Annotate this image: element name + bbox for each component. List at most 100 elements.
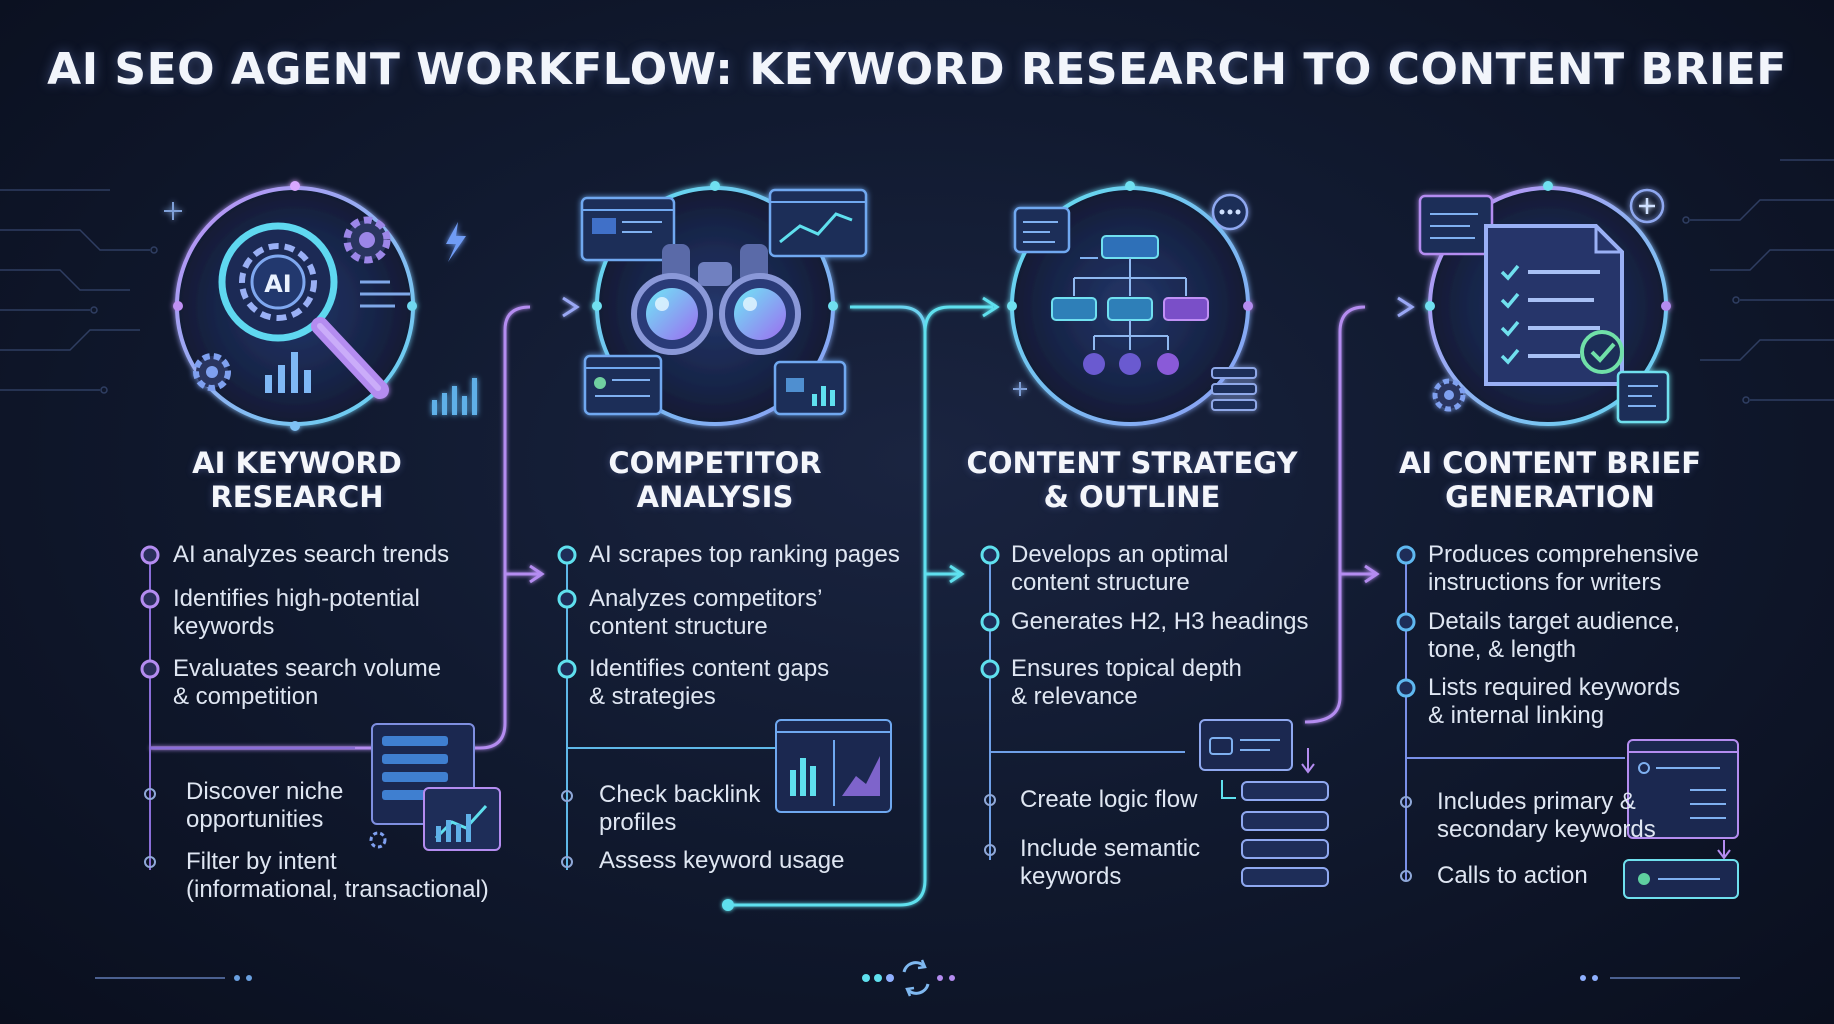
stage-4-title: AI CONTENT BRIEF GENERATION — [1380, 446, 1720, 514]
stage-1-sub-bullet-2-line-2: (informational, transactional) — [186, 876, 489, 903]
stage-1-bullet-2: Identifies high-potential keywords — [173, 585, 420, 641]
stage-3-title: CONTENT STRATEGY & OUTLINE — [962, 446, 1302, 514]
stage-1-bullet-3-line-1: Evaluates search volume — [173, 655, 442, 682]
gear-icon — [343, 216, 391, 264]
stage-4-bullet-2-line-2: tone, & length — [1428, 636, 1577, 663]
stage-4-bullet-3-line-1: Lists required keywords — [1428, 674, 1681, 701]
stats-window-icon — [773, 360, 847, 416]
arrowhead-2-mid — [949, 564, 965, 584]
stage-1-title-line-1: AI KEYWORD — [192, 446, 402, 480]
bullet-timelines — [149, 555, 1625, 880]
flowchart-icon — [1051, 235, 1209, 375]
stage-4-title-line-1: AI CONTENT BRIEF — [1398, 446, 1702, 480]
stage-2-sub-bullet-2: Assess keyword usage — [599, 847, 844, 875]
stage-2-sub-bullet-1-line-1: Check backlink — [599, 781, 761, 808]
stage-1-sub-bullet-2-line-1: Filter by intent — [186, 848, 337, 875]
arrowhead-1-top — [562, 296, 580, 318]
document-checklist-icon — [1484, 224, 1624, 386]
lightning-icon — [446, 222, 466, 262]
stage-3-sub-bullet-2-line-2: keywords — [1020, 863, 1122, 890]
stage-4-bullet-1-line-1: Produces comprehensive — [1428, 541, 1699, 568]
stage-4-bullet-2: Details target audience, tone, & length — [1428, 608, 1680, 664]
arrowhead-2-top — [982, 296, 1000, 318]
stage-3-title-line-1: CONTENT STRATEGY — [966, 446, 1298, 480]
stage-1-bullet-3-line-2: & competition — [173, 683, 319, 710]
arrowhead-3-mid — [1364, 564, 1380, 584]
stage-2-bullet-3: Identifies content gaps & strategies — [589, 655, 829, 711]
trend-chart-window-icon — [768, 188, 868, 258]
stage-1-bullet-1: AI analyzes search trends — [173, 541, 449, 569]
stage-1-illustration: AI — [164, 181, 477, 431]
small-gear-icon — [193, 353, 231, 391]
stage-4-bullet-2-line-1: Details target audience, — [1428, 608, 1681, 635]
stage-4-bullet-3: Lists required keywords & internal linki… — [1428, 674, 1680, 730]
sparkle-icon — [164, 202, 182, 220]
bar-chart-icon — [265, 352, 311, 393]
connector-3-loop — [1304, 305, 1366, 724]
stage-3-bullet-2-line-1: Generates H2, H3 headings — [1011, 608, 1309, 635]
stage-4-sub-bullet-1: Includes primary & secondary keywords — [1437, 788, 1656, 844]
stage-2-bullet-2: Analyzes competitors’ content structure — [589, 585, 822, 641]
report-window-icon — [583, 354, 663, 416]
stage-3-bullet-1: Develops an optimal content structure — [1011, 541, 1228, 597]
stage-1-bullet-2-line-2: keywords — [173, 613, 275, 640]
stage-3-bullet-2: Generates H2, H3 headings — [1011, 608, 1309, 636]
binoculars-icon — [631, 244, 801, 355]
stage-2-sub-bullet-1: Check backlink profiles — [599, 781, 760, 837]
add-icon — [1629, 188, 1665, 224]
right-circuit-lines — [1682, 159, 1834, 404]
stage-2-bullet-1: AI scrapes top ranking pages — [589, 541, 900, 569]
stage-2-title-line-2: ANALYSIS — [636, 480, 794, 514]
stage-4-sub-bullet-1-line-1: Includes primary & — [1437, 788, 1636, 815]
stage-3-sub-bullet-2-line-1: Include semantic — [1020, 835, 1201, 862]
stage-4-sub-bullet-1-line-2: secondary keywords — [1437, 816, 1656, 843]
stage-3-bullet-1-line-1: Develops an optimal — [1011, 541, 1229, 568]
small-window-icon — [1418, 194, 1494, 256]
stage-1-title-line-2: RESEARCH — [210, 480, 384, 514]
stage-3-outline-panel — [1199, 719, 1329, 887]
stage-4-sub-bullet-2-line-1: Calls to action — [1437, 862, 1588, 889]
stage-2-bullet-3-line-2: & strategies — [589, 683, 716, 710]
chat-bubble-icon — [1211, 193, 1249, 231]
footer-decoration — [95, 974, 1740, 982]
stage-4-bullet-1-line-2: instructions for writers — [1428, 569, 1662, 596]
connector-2-start-dot — [722, 899, 734, 911]
stage-4-brief-panel — [1623, 739, 1739, 899]
stage-3-bullet-3-line-1: Ensures topical depth — [1011, 655, 1242, 682]
stage-1-sub-bullet-2: Filter by intent (informational, transac… — [186, 848, 489, 904]
list-panel-icon — [1211, 367, 1257, 411]
stage-2-chart-panel — [775, 719, 892, 813]
stage-2-bullet-2-line-2: content structure — [589, 613, 768, 640]
stage-3-sub-bullet-1: Create logic flow — [1020, 786, 1197, 814]
stage-1-bullet-3: Evaluates search volume & competition — [173, 655, 441, 711]
stage-3-bullet-3: Ensures topical depth & relevance — [1011, 655, 1242, 711]
sync-icon — [902, 959, 930, 997]
stage-3-title-line-2: & OUTLINE — [1043, 480, 1221, 514]
stage-2-bullet-3-line-1: Identifies content gaps — [589, 655, 830, 682]
stage-1-bullet-1-line-1: AI analyzes search trends — [173, 541, 450, 568]
stage-4-title-line-2: GENERATION — [1445, 480, 1655, 514]
stage-2-bullet-2-line-1: Analyzes competitors’ — [589, 585, 823, 612]
side-panel-icon — [1616, 370, 1670, 424]
stage-1-title: AI KEYWORD RESEARCH — [147, 446, 447, 514]
stage-2-sub-bullet-1-line-2: profiles — [599, 809, 677, 836]
connector-2-loop — [728, 305, 993, 907]
data-lines-icon — [360, 280, 410, 308]
stage-2-title-line-1: COMPETITOR — [608, 446, 822, 480]
stage-4-illustration — [1418, 181, 1671, 426]
stage-4-bullet-1: Produces comprehensive instructions for … — [1428, 541, 1699, 597]
stage-2-sub-bullet-2-line-1: Assess keyword usage — [599, 847, 845, 874]
stage-1-sub-bullet-1-line-2: opportunities — [186, 806, 324, 833]
stage-2-illustration — [580, 181, 868, 426]
browser-window-icon — [580, 196, 676, 262]
stage-4-bullet-3-line-2: & internal linking — [1428, 702, 1605, 729]
magnifier-ai-gear-icon: AI — [218, 222, 389, 399]
stage-3-bullet-1-line-2: content structure — [1011, 569, 1190, 596]
sparkle-icon — [1013, 382, 1027, 396]
stage-3-illustration — [1007, 181, 1257, 426]
stage-2-bullet-1-line-1: AI scrapes top ranking pages — [589, 541, 900, 568]
